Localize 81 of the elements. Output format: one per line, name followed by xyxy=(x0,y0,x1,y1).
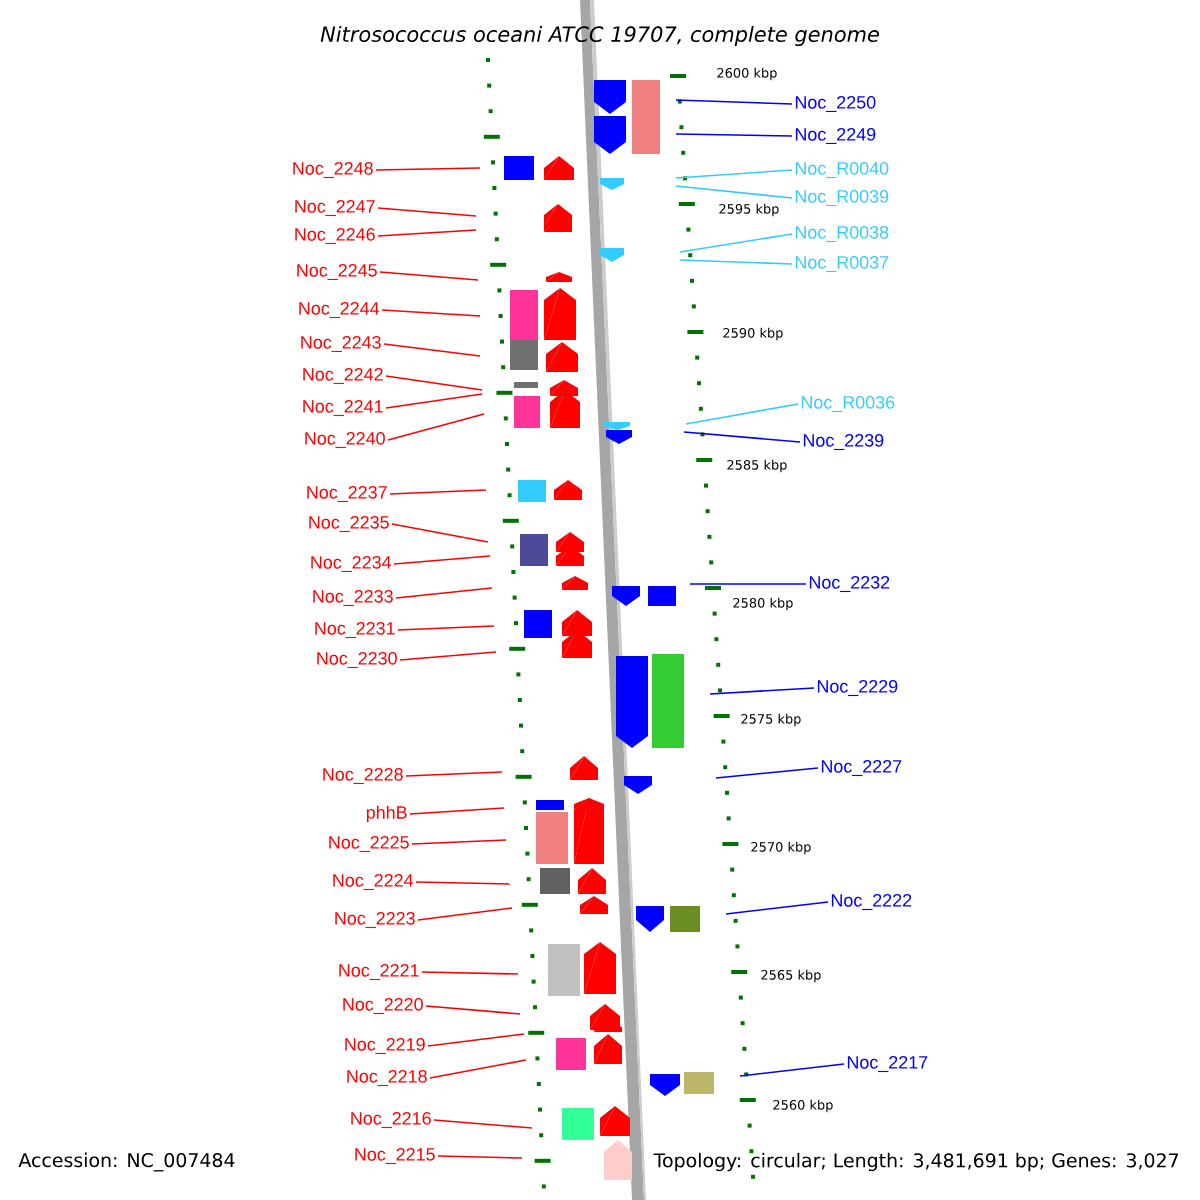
leader-line xyxy=(437,1155,523,1159)
leader-line xyxy=(381,309,481,317)
gene-label: Noc_2250 xyxy=(795,95,876,113)
gene-label: Noc_2227 xyxy=(821,759,902,777)
leader-line xyxy=(393,555,491,565)
gene-label: Noc_2247 xyxy=(295,199,375,217)
leader-line xyxy=(395,587,493,599)
gene-label: Noc_R0038 xyxy=(795,225,889,243)
gene-label: Noc_2237 xyxy=(307,485,387,503)
gene-label: Noc_2221 xyxy=(339,963,419,981)
gene-label: Noc_2242 xyxy=(303,367,383,385)
gene-label: Noc_2234 xyxy=(311,555,392,573)
gene-label: Noc_2225 xyxy=(329,835,409,853)
gene-label: Noc_R0037 xyxy=(795,255,889,273)
leader-line xyxy=(685,403,799,425)
leader-line xyxy=(715,767,819,779)
gene-label: Noc_2224 xyxy=(333,873,414,891)
gene-label: Noc_2230 xyxy=(317,651,397,669)
leader-line xyxy=(391,523,489,543)
leader-line xyxy=(427,1033,525,1047)
gene-label: Noc_2244 xyxy=(299,301,380,319)
gene-label: Noc_2239 xyxy=(803,433,884,451)
gene-label: Noc_2245 xyxy=(297,263,377,281)
leader-line xyxy=(739,1063,845,1077)
leader-line xyxy=(383,343,481,357)
gene-label: Noc_2219 xyxy=(345,1037,425,1055)
leader-line xyxy=(389,489,487,495)
accession-text: Accession: NC_007484 xyxy=(18,1152,235,1172)
leader-line xyxy=(689,583,807,585)
gene-label: Noc_2243 xyxy=(301,335,381,353)
gene-label: Noc_2240 xyxy=(305,431,385,449)
leader-line xyxy=(379,271,479,281)
leader-line xyxy=(421,971,519,975)
gene-label: Noc_2248 xyxy=(293,161,373,179)
gene-label: phhB xyxy=(366,805,407,823)
gene-label: Noc_R0039 xyxy=(795,189,889,207)
leader-line xyxy=(385,375,483,391)
gene-label: Noc_2228 xyxy=(323,767,403,785)
leader-line xyxy=(679,233,793,253)
leader-line xyxy=(405,771,503,777)
leader-line xyxy=(385,393,483,409)
gene-label: Noc_2223 xyxy=(335,911,415,929)
leader-line xyxy=(725,901,829,915)
leader-line xyxy=(429,1059,527,1079)
genome-info-text: Topology: circular; Length: 3,481,691 bp; Genes: 3,027 xyxy=(653,1152,1178,1172)
gene-label: Noc_2233 xyxy=(313,589,393,607)
leader-line xyxy=(411,839,507,845)
leader-line xyxy=(397,625,495,631)
gene-label: Noc_2215 xyxy=(355,1147,435,1165)
gene-label: Noc_2217 xyxy=(847,1055,928,1073)
gene-label: Noc_2235 xyxy=(309,515,389,533)
leader-line xyxy=(675,185,793,199)
leader-line xyxy=(675,99,793,105)
leader-line xyxy=(399,651,497,661)
gene-label: Noc_2241 xyxy=(303,399,383,417)
title: Nitrosococcus oceani ATCC 19707, complete genome xyxy=(320,25,879,47)
leader-line xyxy=(709,687,815,695)
gene-label: Noc_2229 xyxy=(817,679,898,697)
gene-label: Noc_2232 xyxy=(809,575,890,593)
leader-line xyxy=(417,907,513,921)
gene-label: Noc_2216 xyxy=(351,1111,431,1129)
gene-label: Noc_2249 xyxy=(795,127,876,145)
gene-label: Noc_2231 xyxy=(315,621,395,639)
gene-label: Noc_R0036 xyxy=(801,395,895,413)
gene-label: Noc_2220 xyxy=(343,997,423,1015)
leader-line xyxy=(415,881,511,885)
leader-line xyxy=(679,259,793,265)
gene-label: Noc_2222 xyxy=(831,893,912,911)
gene-label: Noc_R0040 xyxy=(795,161,889,179)
leader-line xyxy=(387,413,485,441)
leader-line xyxy=(433,1119,533,1129)
gene-label: Noc_2246 xyxy=(295,227,375,245)
leader-line xyxy=(425,1005,521,1015)
leader-line xyxy=(409,807,505,815)
leader-line xyxy=(377,229,477,237)
gene-label: Noc_2218 xyxy=(347,1069,427,1087)
leader-line xyxy=(377,207,477,217)
leader-line xyxy=(675,169,793,179)
leader-line xyxy=(375,167,481,171)
leader-line xyxy=(675,133,793,137)
leader-line xyxy=(683,431,801,443)
